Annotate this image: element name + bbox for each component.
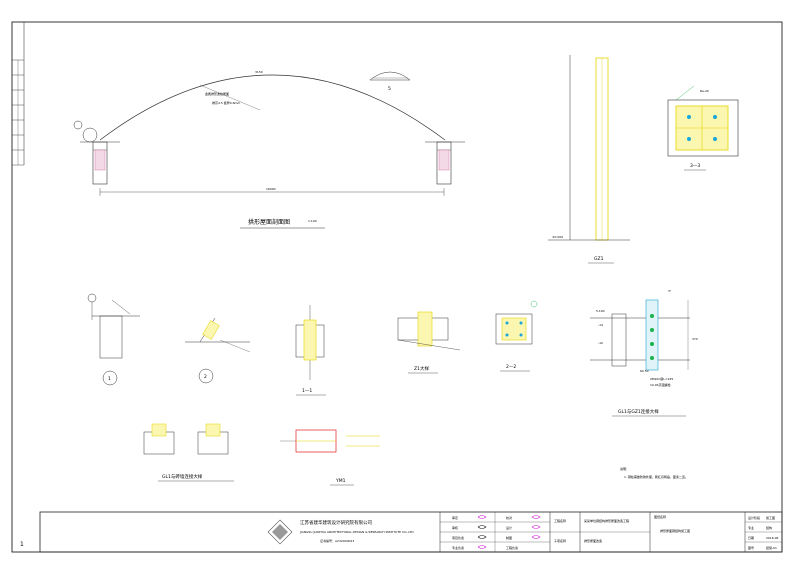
notes-title: 说明： bbox=[620, 466, 629, 471]
section-3-3-tag: Ra-20 bbox=[700, 89, 709, 93]
gl1-gz1-label: GL1与GZ1连接大样 bbox=[618, 408, 659, 415]
role-2: 审核 bbox=[452, 525, 458, 530]
detail-1-label: 1 bbox=[108, 376, 111, 382]
notes-line-1: 1. 钢柱需做防锈处理，刷红丹两遍，面漆二道。 bbox=[624, 474, 688, 479]
gl1-seat-label: GL1与砖墙连接大样 bbox=[162, 473, 203, 480]
section-2-2: 2—2 bbox=[495, 300, 538, 372]
roof-note-1: 金属拱形波纹屋面 bbox=[205, 91, 229, 96]
right-label-3: 日期 bbox=[748, 535, 754, 540]
section-2-2-label: 2—2 bbox=[506, 364, 516, 370]
gl1-elev: 5.100 bbox=[596, 309, 605, 313]
gl1-dim-bottom: 60 50 bbox=[640, 369, 649, 373]
span-dimension: 16000 bbox=[266, 187, 276, 191]
detail-2-label: 2 bbox=[204, 374, 207, 380]
sheet-border bbox=[11, 21, 783, 553]
role-1: 审定 bbox=[452, 515, 458, 520]
arch-curve bbox=[99, 74, 446, 141]
detail-callout-circle bbox=[82, 127, 98, 143]
subproject-name: 拱形屋面改造 bbox=[584, 538, 602, 543]
elevation-scale: 1:100 bbox=[308, 219, 317, 223]
project-name: 某某单位钢结构拱形屋面改造工程 bbox=[584, 518, 629, 523]
role-4: 专业负责 bbox=[452, 545, 464, 550]
section-1-1-label: 1—1 bbox=[302, 388, 312, 394]
project-label: 工程名称 bbox=[554, 518, 566, 523]
gl1-bolt-note: 2M20C级L=225 bbox=[650, 376, 673, 381]
connection-bolts bbox=[650, 314, 654, 360]
title-block: 江苏省建华建筑设计研究院有限公司 JIANGSU JIANHUA ARCHITE… bbox=[39, 511, 783, 553]
role-3: 项目负责 bbox=[452, 535, 464, 540]
company-name-en: JIANGSU JIANHUA ARCHITECTURAL DESIGN & R… bbox=[299, 530, 414, 534]
elevation-title: 拱形屋面剖面图 bbox=[248, 218, 290, 226]
section-3-3-label: 3—3 bbox=[690, 163, 700, 169]
revision-strip bbox=[12, 22, 25, 166]
certificate-no: 证书编号：A232000023 bbox=[320, 538, 354, 543]
gl1-plate-label-1: -14 bbox=[598, 323, 603, 327]
right-value-1: 施工图 bbox=[766, 515, 775, 520]
gz1-label: GZ1 bbox=[594, 256, 604, 262]
section-1-1: 1—1 bbox=[295, 305, 326, 396]
gl1-bolt-note2: 10.9S高强螺栓 bbox=[650, 382, 671, 387]
role2-2: 设计 bbox=[506, 525, 512, 530]
right-value-4: 结施-01 bbox=[766, 545, 777, 550]
right-label-4: 图号 bbox=[748, 545, 754, 550]
right-label-2: 专业 bbox=[748, 525, 754, 530]
right-value-3: 2016.06 bbox=[766, 536, 778, 540]
z1-label: Z1大样 bbox=[414, 365, 429, 372]
detail-2: 2 bbox=[185, 317, 251, 384]
drawing-label: 图纸名称 bbox=[654, 514, 666, 519]
z1-detail: Z1大样 bbox=[397, 311, 461, 374]
column-gz1: ±0.000 GZ1 bbox=[548, 55, 630, 264]
detail-1-circle bbox=[102, 370, 118, 386]
ym1-label: YM1 bbox=[335, 478, 346, 484]
detail-1: 1 bbox=[87, 293, 140, 386]
company-name-cn: 江苏省建华建筑设计研究院有限公司 bbox=[300, 519, 372, 526]
gl1-plate-label-2: -10 bbox=[598, 341, 603, 345]
gl1-angle: 3° bbox=[668, 289, 672, 293]
section-mark-label: 5 bbox=[388, 86, 391, 92]
role2-4: 工程负责 bbox=[506, 545, 518, 550]
ym1-detail: YM1 bbox=[280, 429, 380, 486]
arc-dimension: 3150 bbox=[255, 70, 263, 74]
gl1-dim-right: 370 bbox=[692, 337, 698, 341]
section-mark-symbol bbox=[369, 71, 411, 81]
roof-note-2: 拱高4.5 板厚0.8mm bbox=[212, 100, 240, 105]
company-logo bbox=[267, 519, 293, 545]
subproject-label: 子项名称 bbox=[554, 538, 566, 543]
drawing-name: 拱形屋面钢结构施工图 bbox=[660, 528, 690, 533]
right-value-2: 结构 bbox=[766, 525, 772, 530]
page-number: 1 bbox=[20, 541, 24, 548]
gl1-gz1-connection: 5.100 3° 370 60 50 2M20C级L=225 10.9S高强螺栓… bbox=[590, 289, 698, 417]
arch-elevation: 16000 3150 金属拱形波纹屋面 拱高4.5 板厚0.8mm 5 拱形屋面… bbox=[73, 70, 465, 229]
gz1-bottom-elev: ±0.000 bbox=[552, 235, 563, 239]
right-label-1: 设计阶段 bbox=[748, 515, 760, 520]
bolt-holes bbox=[687, 115, 717, 141]
section-3-3: Ra-20 3—3 bbox=[667, 85, 739, 171]
signature-stamps bbox=[477, 515, 541, 549]
gl1-wall-seat: GL1与砖墙连接大样 bbox=[143, 423, 234, 482]
end-plate bbox=[645, 299, 659, 371]
role2-3: 制图 bbox=[506, 535, 512, 540]
detail-2-circle bbox=[198, 368, 214, 384]
notes-block: 说明： 1. 钢柱需做防锈处理，刷红丹两遍，面漆二道。 bbox=[620, 466, 688, 479]
role2-1: 校对 bbox=[506, 515, 512, 520]
